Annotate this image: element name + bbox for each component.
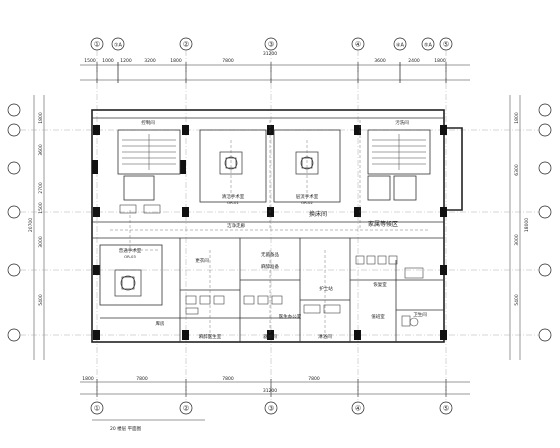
room-label: 家属等候区 bbox=[368, 220, 398, 228]
row-axis-left bbox=[7, 103, 21, 342]
room-label: 麻醉医生室 bbox=[199, 333, 222, 340]
axis-label: ④A bbox=[396, 43, 404, 49]
dim-label: 7800 bbox=[136, 376, 148, 382]
axis-label: ④ bbox=[355, 41, 361, 49]
room-label: 污洗间 bbox=[395, 119, 409, 126]
room-code: OR-02 bbox=[301, 200, 313, 205]
dim-label: 1800 bbox=[514, 112, 520, 124]
axis-label: ① bbox=[94, 41, 100, 49]
dim-label: 1000 bbox=[102, 58, 114, 64]
dim-label: 1200 bbox=[120, 58, 132, 64]
room-label: 层流手术室 bbox=[296, 193, 319, 200]
column-axis-top: ① ①A ② ③ ④ ④A ⑤A ⑤ bbox=[90, 37, 453, 51]
room-label: 护士站 bbox=[319, 285, 333, 292]
axis-label: ③ bbox=[268, 405, 274, 413]
dim-label: 7800 bbox=[308, 376, 320, 382]
dimension-lines bbox=[20, 50, 539, 402]
room-label: 卫生间 bbox=[413, 311, 427, 318]
room-label: 库房 bbox=[156, 320, 165, 327]
axis-label: ① bbox=[94, 405, 100, 413]
drawing-caption: 20 楼层 平面图 bbox=[110, 425, 142, 432]
dim-total: 31200 bbox=[263, 51, 277, 57]
structural-columns bbox=[92, 125, 447, 340]
room-label: 无菌备品 bbox=[261, 251, 279, 258]
dim-total: 18000 bbox=[524, 218, 530, 232]
axis-label: ①A bbox=[114, 43, 122, 49]
dim-label: 2400 bbox=[408, 58, 420, 64]
room-label: 值班室 bbox=[371, 313, 385, 320]
room-code: OR-01 bbox=[227, 200, 239, 205]
axis-label: ③ bbox=[268, 41, 274, 49]
furniture bbox=[119, 204, 424, 327]
axis-label: ② bbox=[183, 41, 189, 49]
room-label: 换床间 bbox=[309, 210, 327, 218]
room-label: 麻醉准备 bbox=[261, 263, 279, 270]
dim-label: 3200 bbox=[144, 58, 156, 64]
room-label: 控制间 bbox=[141, 119, 155, 126]
room-label: 器械间 bbox=[263, 333, 277, 340]
dim-label: 3000 bbox=[38, 236, 44, 248]
electrical-wiring bbox=[110, 120, 430, 340]
axis-label: ⑤ bbox=[443, 405, 449, 413]
row-axis-right bbox=[538, 103, 552, 342]
room-label: 普通手术室 bbox=[119, 247, 142, 254]
room-code: OR-03 bbox=[124, 254, 136, 259]
exterior-walls bbox=[91, 109, 463, 343]
dim-label: 1800 bbox=[82, 376, 94, 382]
axis-label: ⑤ bbox=[443, 41, 449, 49]
axis-label: ② bbox=[183, 405, 189, 413]
dim-label: 3000 bbox=[514, 234, 520, 246]
column-axis-bottom: ① ② ③ ④ ⑤ bbox=[90, 401, 453, 415]
axis-label: ⑤A bbox=[424, 43, 432, 49]
dim-label: 5400 bbox=[38, 294, 44, 306]
dim-total: 31200 bbox=[263, 388, 277, 394]
dim-label: 7800 bbox=[222, 58, 234, 64]
dim-label: 1800 bbox=[170, 58, 182, 64]
dim-label: 5400 bbox=[514, 294, 520, 306]
room-label: 淋浴间 bbox=[318, 333, 332, 340]
dim-label: 7800 bbox=[222, 376, 234, 382]
axis-label: ④ bbox=[355, 405, 361, 413]
dim-label: 1800 bbox=[38, 112, 44, 124]
dim-label: 1500 bbox=[38, 202, 44, 214]
dim-total: 20700 bbox=[28, 218, 34, 232]
dim-label: 3600 bbox=[38, 144, 44, 156]
stair-treads bbox=[122, 134, 426, 170]
room-label: 洁净走廊 bbox=[227, 222, 245, 229]
room-label: 清洁手术室 bbox=[222, 193, 245, 200]
dim-label: 6300 bbox=[514, 164, 520, 176]
dimension-text: 1500 1000 1200 3200 1800 7800 3600 2400 … bbox=[28, 51, 530, 394]
dim-label: 3600 bbox=[374, 58, 386, 64]
dim-label: 1500 bbox=[84, 58, 96, 64]
room-label: 医生办公室 bbox=[279, 313, 302, 320]
room-labels: 控制间 污洗间 清洁手术室 OR-01 层流手术室 OR-02 普通手术室 OR… bbox=[119, 119, 427, 340]
dim-label: 2700 bbox=[38, 182, 44, 194]
room-label: 恢复室 bbox=[373, 281, 387, 288]
room-label: 更衣间 bbox=[195, 257, 209, 264]
dim-label: 1800 bbox=[434, 58, 446, 64]
